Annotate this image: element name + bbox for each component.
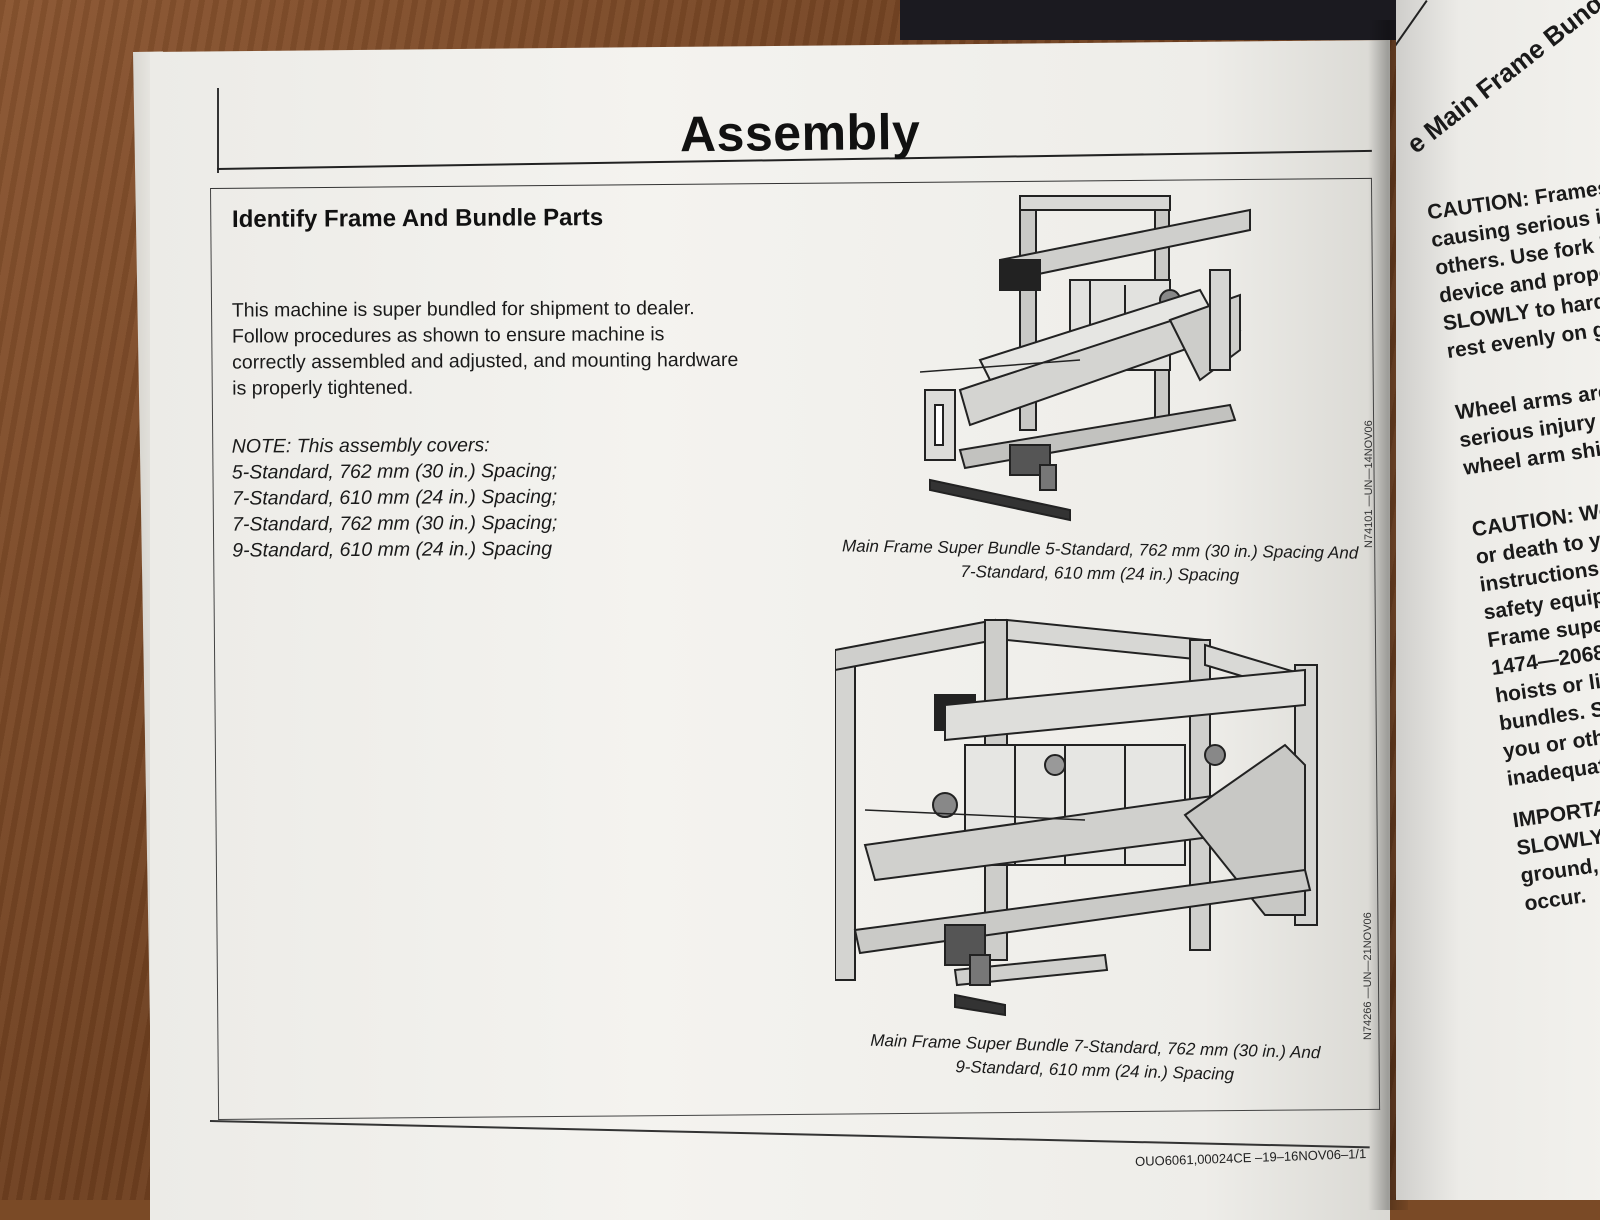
- body-paragraph: This machine is super bundled for shipme…: [232, 294, 833, 401]
- frame-bundle-illustration-1: [920, 195, 1251, 522]
- frame-bundle-illustration-2: [835, 618, 1318, 1017]
- right-page-block-1: CAUTION: Frames are hea causing serious …: [1426, 163, 1600, 366]
- right-page-block-3: CAUTION: Work safely to p or death to yo…: [1470, 480, 1600, 793]
- body-line: Follow procedures as shown to ensure mac…: [231, 323, 665, 348]
- figure-caption-1: Main Frame Super Bundle 5-Standard, 762 …: [820, 534, 1381, 590]
- body-line: is properly tightened.: [232, 376, 414, 400]
- section-heading: Identify Frame And Bundle Parts: [231, 204, 604, 233]
- right-page-title: e Main Frame Bundle: [1400, 0, 1600, 160]
- note-line: 5-Standard, 762 mm (30 in.) Spacing;: [231, 459, 558, 484]
- figure-id-1: N74101 —UN—14NOV06: [1363, 420, 1375, 548]
- right-page-text: e Main Frame Bundle CAUTION: Frames are …: [1401, 0, 1600, 919]
- body-line: This machine is super bundled for shipme…: [231, 297, 695, 322]
- page-title: Assembly: [679, 103, 921, 163]
- page-header-frame: [217, 88, 1374, 173]
- note-line: 9-Standard, 610 mm (24 in.) Spacing: [232, 537, 553, 562]
- right-manual-page: e Main Frame Bundle CAUTION: Frames are …: [1396, 0, 1600, 1200]
- body-line: correctly assembled and adjusted, and mo…: [232, 348, 739, 374]
- note-line: NOTE: This assembly covers:: [231, 434, 490, 458]
- dark-background-corner: [900, 0, 1420, 40]
- note-line: 7-Standard, 610 mm (24 in.) Spacing;: [231, 485, 558, 510]
- note-line: 7-Standard, 762 mm (30 in.) Spacing;: [232, 511, 558, 536]
- assembly-note: NOTE: This assembly covers: 5-Standard, …: [232, 430, 833, 563]
- figure-id-2: N74266 —UN—21NOV06: [1362, 912, 1374, 1040]
